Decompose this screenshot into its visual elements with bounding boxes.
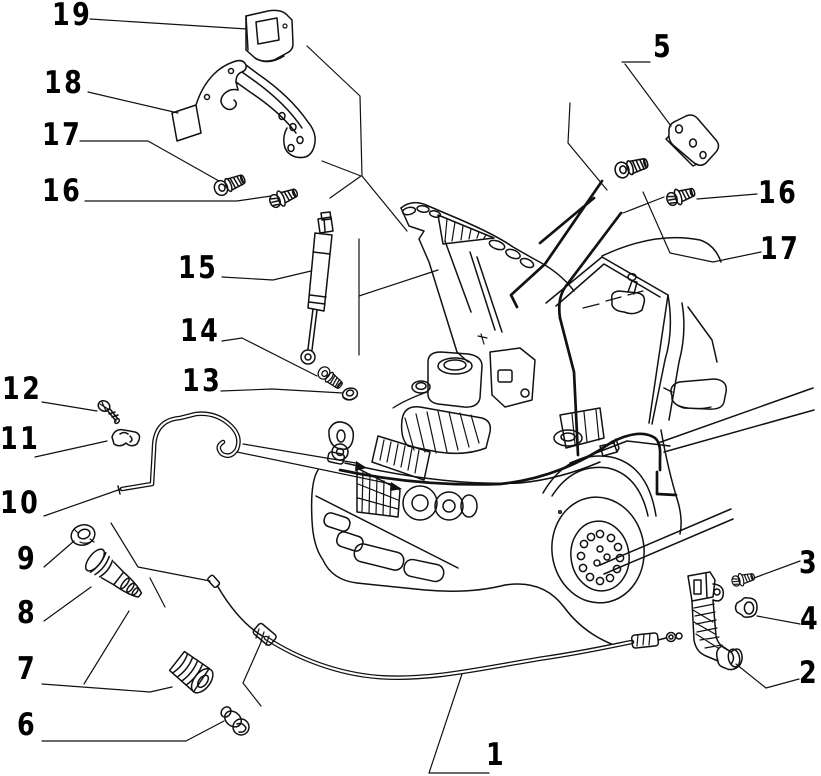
cable-route-bold [338, 432, 662, 486]
part-19-rubber-bump-stop [245, 9, 294, 63]
callout-19: 19 [52, 0, 93, 33]
part-8-cone-plug [84, 548, 143, 598]
part-10-bent-rod [117, 411, 241, 495]
callout-6: 6 [17, 707, 38, 743]
open-hood-panel [400, 179, 623, 363]
callout-11: 11 [0, 421, 41, 457]
part-9-ring-nut [70, 524, 96, 546]
part-11-clip [111, 428, 141, 447]
callout-12: 12 [2, 371, 43, 407]
part-6-dome-bolt [220, 706, 250, 736]
part-7-rubber-buffer [168, 650, 214, 694]
part-13-nut [341, 387, 359, 401]
brake-disc-holes [576, 529, 625, 586]
callout-14: 14 [180, 313, 221, 349]
callout-7: 7 [17, 651, 38, 687]
part-18-hinge-bracket [171, 59, 316, 159]
callout-1: 1 [486, 737, 507, 773]
part-2-release-lever-bracket [687, 571, 743, 671]
callout-18: 18 [44, 65, 85, 101]
callout-10: 10 [0, 485, 41, 521]
callout-16-left: 16 [42, 173, 83, 209]
callout-4: 4 [800, 601, 821, 637]
engine-block [371, 406, 492, 481]
interior-mirror [610, 272, 646, 315]
body-side [599, 387, 815, 575]
part-1-release-cable [207, 574, 683, 681]
exploded-parts [70, 9, 758, 736]
windshield-and-pillars [545, 236, 727, 457]
callout-2: 2 [799, 655, 820, 691]
part-4-grommet [734, 597, 758, 618]
callout-13: 13 [182, 363, 223, 399]
part-5-striker-plate [665, 114, 720, 167]
part-14-stud [315, 363, 346, 392]
part-17-stud-right [612, 154, 651, 181]
callout-5: 5 [653, 29, 674, 65]
part-15-gas-strut [300, 211, 334, 365]
part-17-stud-left [211, 170, 248, 199]
callout-9: 9 [17, 541, 38, 577]
leader-lines [34, 18, 801, 774]
callout-17-right: 17 [760, 231, 801, 267]
part-16-bolt-right [664, 183, 698, 209]
front-wheel [542, 455, 657, 604]
part-16-bolt-left [266, 184, 301, 212]
part-12-screw [97, 400, 121, 425]
part-3-small-bolt [729, 569, 757, 589]
callout-17-left: 17 [42, 117, 83, 153]
front-bumper [310, 421, 615, 646]
callout-8: 8 [17, 595, 38, 631]
callout-15: 15 [178, 250, 219, 286]
callout-3: 3 [799, 545, 820, 581]
side-mirror [663, 378, 727, 410]
engine-bay [331, 333, 678, 497]
callout-16-right: 16 [758, 175, 799, 211]
